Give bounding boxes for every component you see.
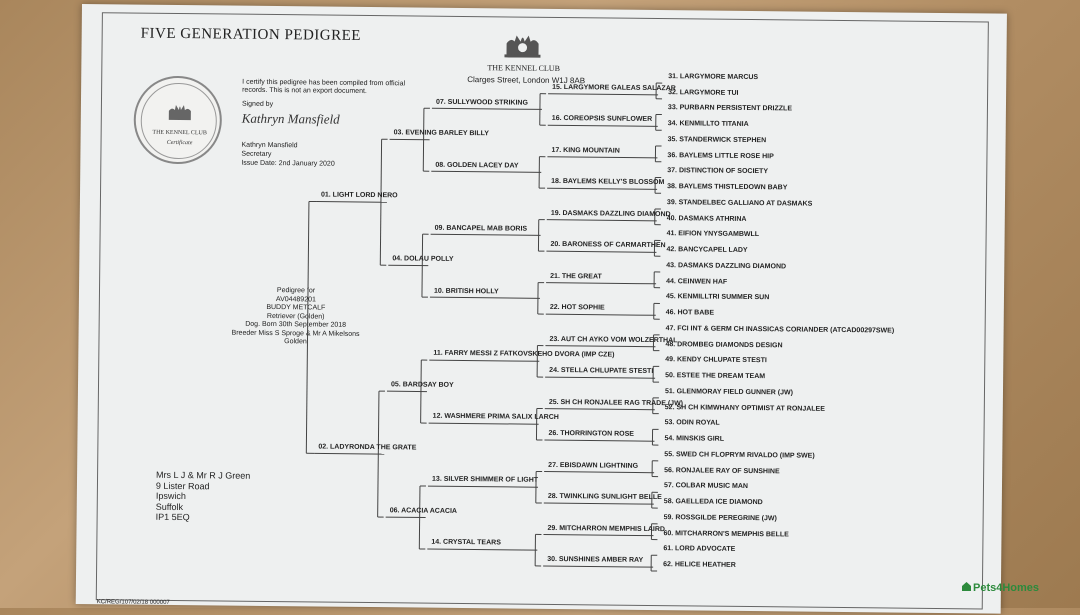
tree-connector [547, 220, 657, 221]
pedigree-entry-g5: 35. STANDERWICK STEPHEN [668, 136, 767, 144]
pedigree-entry-g5: 48. DROMBEG DIAMONDS DESIGN [665, 341, 782, 349]
tree-connector [314, 453, 384, 454]
pedigree-entry-g5: 31. LARGYMORE MARCUS [668, 73, 758, 81]
tree-connector [544, 440, 654, 441]
tree-connector [547, 157, 657, 158]
tree-connector [546, 283, 656, 284]
pedigree-entry-g1: 02. LADYRONDA THE GRATE [318, 443, 416, 451]
pedigree-entry-g3: 10. BRITISH HOLLY [434, 287, 499, 295]
pedigree-entry-g5: 57. COLBAR MUSIC MAN [664, 482, 748, 490]
pedigree-entry-g4: 25. SH CH RONJALEE RAG TRADE (JW) [549, 399, 683, 407]
pedigree-entry-g3: 12. WASHMERE PRIMA SALIX LARCH [433, 413, 559, 421]
pedigree-entry-g5: 43. DASMAKS DAZZLING DIAMOND [666, 262, 786, 270]
pedigree-entry-g4: 20. BARONESS OF CARMARTHEN [550, 241, 665, 249]
tree-connector [546, 251, 656, 252]
pedigree-entry-g4: 23. AUT CH AYKO VOM WOLZERTHAL [549, 336, 677, 344]
pedigree-entry-g3: 13. SILVER SHIMMER OF LIGHT [432, 476, 538, 484]
tree-connector [429, 423, 539, 424]
pedigree-entry-g4: 22. HOT SOPHIE [550, 304, 605, 312]
watermark-text: Pets4Homes [973, 582, 1039, 594]
pedigree-entry-g5: 37. DISTINCTION OF SOCIETY [667, 168, 768, 176]
pedigree-entry-g4: 24. STELLA CHLUPATE STESTI [549, 367, 653, 375]
pedigree-entry-g4: 30. SUNSHINES AMBER RAY [547, 556, 643, 564]
pedigree-entry-g5: 34. KENMILLTO TITANIA [668, 120, 749, 128]
pedigree-entry-g2: 05. BARDSAY BOY [391, 381, 454, 389]
pedigree-entry-g5: 38. BAYLEMS THISTLEDOWN BABY [667, 183, 787, 191]
tree-connector [432, 108, 542, 109]
pedigree-entry-g5: 51. GLENMORAY FIELD GUNNER (JW) [665, 388, 793, 396]
pedigree-entry-g5: 36. BAYLEMS LITTLE ROSE HIP [667, 152, 773, 160]
pedigree-entry-g5: 61. LORD ADVOCATE [663, 545, 735, 553]
pedigree-entry-g3: 08. GOLDEN LACEY DAY [435, 161, 518, 169]
pedigree-entry-g4: 18. BAYLEMS KELLY'S BLOSSOM [551, 178, 664, 186]
pedigree-entry-g5: 54. MINSKIS GIRL [664, 435, 724, 443]
pedigree-certificate: FIVE GENERATION PEDIGREE THE KENNEL CLUB… [76, 4, 1007, 614]
pedigree-entry-g4: 15. LARGYMORE GALEAS SALAZAR [552, 84, 676, 92]
tree-connector [317, 202, 387, 203]
site-watermark: Pets4Homes [962, 582, 1039, 594]
tree-connector [545, 346, 655, 347]
pedigree-entry-g2: 06. ACACIA ACACIA [390, 507, 457, 515]
pedigree-entry-g5: 45. KENMILLTRI SUMMER SUN [666, 294, 769, 302]
tree-connector [543, 566, 653, 567]
tree-connector [429, 360, 539, 361]
tree-connector [548, 94, 658, 95]
certificate-border: FIVE GENERATION PEDIGREE THE KENNEL CLUB… [96, 12, 989, 609]
pedigree-entry-g5: 49. KENDY CHLUPATE STESTI [665, 356, 767, 364]
pedigree-entry-g4: 28. TWINKLING SUNLIGHT BELLE [548, 493, 662, 501]
pedigree-entry-g5: 60. MITCHARRON'S MEMPHIS BELLE [663, 530, 788, 538]
tree-connector [544, 472, 654, 473]
pedigree-entry-g4: 16. COREOPSIS SUNFLOWER [552, 115, 652, 123]
pedigree-entry-g3: 09. BANCAPEL MAB BORIS [435, 224, 528, 232]
pedigree-entry-g5: 62. HELICE HEATHER [663, 561, 736, 569]
pedigree-entry-g5: 33. PURBARN PERSISTENT DRIZZLE [668, 105, 792, 113]
pedigree-entry-g5: 40. DASMAKS ATHRINA [667, 215, 747, 223]
pedigree-tree-lines [97, 13, 988, 608]
tree-connector [547, 188, 657, 189]
pedigree-entry-g5: 59. ROSSGILDE PEREGRINE (JW) [664, 514, 777, 522]
tree-connector [306, 201, 309, 453]
pedigree-entry-g5: 53. ODIN ROYAL [665, 419, 720, 427]
pedigree-entry-g1: 01. LIGHT LORD NERO [321, 192, 398, 200]
tree-connector [431, 171, 541, 172]
pedigree-entry-g5: 46. HOT BABE [666, 309, 714, 317]
tree-connector [430, 297, 540, 298]
tree-connector [543, 535, 653, 536]
pedigree-entry-g4: 26. THORRINGTON ROSE [548, 430, 634, 438]
pedigree-entry-g3: 14. CRYSTAL TEARS [431, 539, 501, 547]
tree-connector [428, 486, 538, 487]
tree-connector [427, 549, 537, 550]
pedigree-entry-g4: 29. MITCHARRON MEMPHIS LAIRD [548, 525, 666, 533]
pedigree-entry-g4: 17. KING MOUNTAIN [551, 147, 619, 155]
pedigree-entry-g2: 04. DOLAU POLLY [392, 255, 453, 263]
pedigree-entry-g5: 50. ESTEE THE DREAM TEAM [665, 372, 765, 380]
house-icon [962, 582, 971, 591]
pedigree-entry-g5: 58. GAELLEDA ICE DIAMOND [664, 498, 763, 506]
tree-connector [431, 234, 541, 235]
tree-connector [548, 125, 658, 126]
pedigree-entry-g5: 42. BANCYCAPEL LADY [666, 246, 747, 254]
pedigree-entry-g3: 07. SULLYWOOD STRIKING [436, 98, 528, 106]
pedigree-entry-g5: 44. CEINWEN HAF [666, 278, 727, 286]
tree-connector [545, 377, 655, 378]
tree-connector [546, 314, 656, 315]
pedigree-entry-g4: 27. EBISDAWN LIGHTNING [548, 462, 638, 470]
pedigree-entry-g4: 21. THE GREAT [550, 273, 602, 281]
pedigree-entry-g4: 19. DASMAKS DAZZLING DIAMOND [551, 210, 671, 218]
pedigree-entry-g5: 41. EIFION YNYSGAMBWLL [667, 231, 760, 239]
tree-connector [544, 503, 654, 504]
pedigree-entry-g2: 03. EVENING BARLEY BILLY [394, 129, 489, 137]
pedigree-entry-g5: 32. LARGYMORE TUI [668, 89, 738, 97]
tree-connector [545, 409, 655, 410]
pedigree-entry-g5: 56. RONJALEE RAY OF SUNSHINE [664, 467, 780, 475]
footer-code: KC/REG/107/02/18 000007 [97, 599, 170, 606]
